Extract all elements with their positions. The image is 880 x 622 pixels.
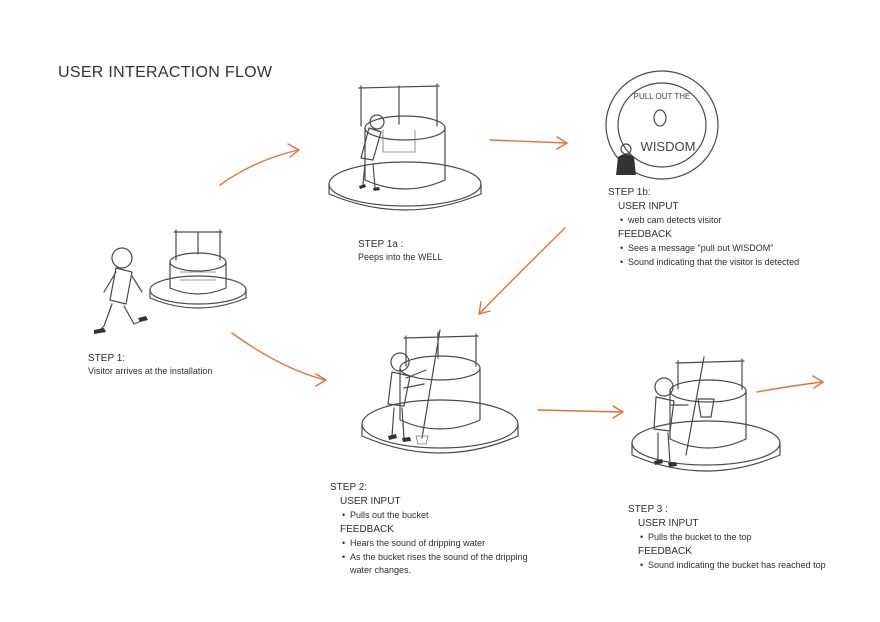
step2-user-input-label: USER INPUT (340, 496, 401, 507)
step3-heading: STEP 3 : (628, 504, 668, 515)
step1b-user-input-list: web cam detects visitor (608, 214, 848, 227)
arrow-step2-to-step3 (537, 405, 625, 419)
well-message-top: PULL OUT THE (634, 92, 691, 101)
step1a-heading: STEP 1a : (358, 239, 404, 250)
step1b-sketch: PULL OUT THE WISDOM (605, 70, 719, 180)
step3-feedback-label: FEEDBACK (638, 546, 692, 557)
step3-block: STEP 3 : USER INPUT Pulls the bucket to … (628, 503, 828, 573)
step3-sketch (631, 356, 781, 472)
list-item: Hears the sound of dripping water (330, 537, 530, 550)
step3-user-input-label: USER INPUT (638, 518, 699, 529)
step3-feedback-list: Sound indicating the bucket has reached … (628, 559, 828, 572)
step1-block: STEP 1: Visitor arrives at the installat… (88, 352, 258, 378)
step2-sketch (361, 329, 519, 454)
list-item: Sound indicating that the visitor is det… (608, 256, 848, 269)
step1-text: Visitor arrives at the installation (88, 366, 213, 376)
list-item: As the bucket rises the sound of the dri… (330, 551, 530, 577)
step2-heading: STEP 2: (330, 482, 368, 493)
list-item: Pulls out the bucket (330, 509, 530, 522)
arrow-step3-out (756, 375, 825, 393)
step2-feedback-list: Hears the sound of dripping water As the… (330, 537, 530, 577)
arrow-step1b-to-step2 (478, 227, 566, 315)
step1a-block: STEP 1a : Peeps into the WELL (358, 238, 528, 264)
step2-feedback-label: FEEDBACK (340, 524, 394, 535)
step2-block: STEP 2: USER INPUT Pulls out the bucket … (330, 481, 530, 578)
step1-sketch (94, 229, 247, 334)
arrow-step1-to-step1a (219, 143, 301, 186)
step1a-sketch (328, 83, 482, 211)
step2-user-input-list: Pulls out the bucket (330, 509, 530, 522)
step1-heading: STEP 1: (88, 353, 126, 364)
step1b-feedback-list: Sees a message "pull out WISDOM" Sound i… (608, 242, 848, 269)
well-message-bottom: WISDOM (641, 139, 696, 154)
step1b-user-input-label: USER INPUT (618, 201, 679, 212)
list-item: web cam detects visitor (608, 214, 848, 227)
step1a-text: Peeps into the WELL (358, 252, 443, 262)
step1b-feedback-label: FEEDBACK (618, 229, 672, 240)
list-item: Sound indicating the bucket has reached … (628, 559, 828, 572)
list-item: Pulls the bucket to the top (628, 531, 828, 544)
step1b-block: STEP 1b: USER INPUT web cam detects visi… (608, 186, 848, 270)
arrow-step1a-to-step1b (489, 136, 569, 150)
arrow-step1-to-step2 (231, 332, 328, 387)
step3-user-input-list: Pulls the bucket to the top (628, 531, 828, 544)
list-item: Sees a message "pull out WISDOM" (608, 242, 848, 255)
step1b-heading: STEP 1b: (608, 187, 651, 198)
diagram-title: USER INTERACTION FLOW (58, 64, 273, 81)
